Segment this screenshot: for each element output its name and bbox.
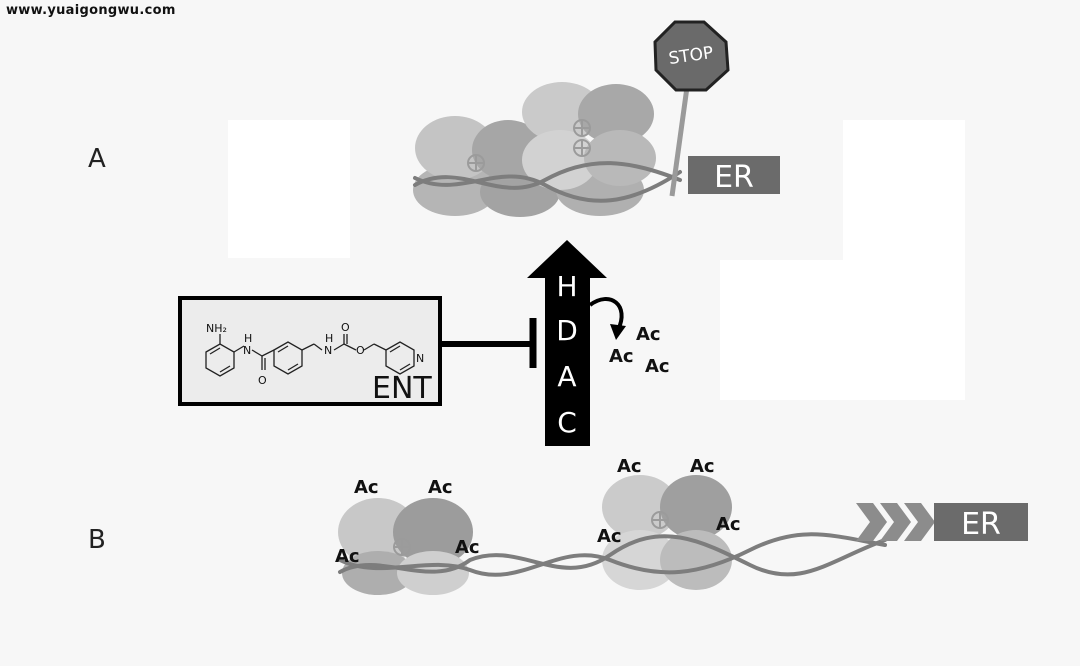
histone-tail-marks [393,538,411,556]
acetyl-label: Ac [609,346,634,367]
hdac-arrow-shape [527,240,607,446]
panel-label-a: A [88,144,106,174]
acetyl-label: Ac [455,537,480,558]
panel-label-b: B [88,525,106,555]
hdac-letter: C [557,406,577,439]
histone-tail-marks [467,119,591,172]
atom-label: N [324,344,332,357]
watermark: www.yuaigongwu.com [6,3,176,18]
acetyl-label: Ac [716,514,741,535]
histone-blob [660,530,732,590]
histone-blob [342,551,414,595]
er-gene-label-b: ER [961,507,1001,542]
ent-structure [205,334,415,377]
acetyl-label: Ac [636,324,661,345]
acetyl-release-arrow [588,297,626,340]
acetyl-label: Ac [645,356,670,377]
histone-blob [584,130,656,186]
hdac-letter: H [556,270,577,303]
condensed-chromatin [413,82,682,217]
chevron-icon [880,503,911,541]
er-gene-label-a: ER [714,160,754,195]
acetyl-label: Ac [428,477,453,498]
stop-sign-pole [669,79,691,197]
acetyl-label: Ac [597,526,622,547]
atom-label: H [325,332,333,345]
acetyl-label: Ac [335,546,360,567]
histone-blob [522,130,598,190]
er-gene-box-b [934,503,1028,541]
atom-label: N [416,352,424,365]
dna-strand [338,532,887,577]
stop-octagon [653,20,730,92]
hdac-arrow: H D A C [527,240,607,446]
histone-tail-marks [651,511,669,529]
open-nucleosome-right [602,475,732,590]
histone-blob [578,84,654,144]
acetyl-label: Ac [690,456,715,477]
histone-blob [660,475,732,539]
atom-label: O [356,344,365,357]
ent-drug-box: NH₂ H N O H N O O N ENT [178,296,442,406]
histone-blob [393,498,473,566]
blank-patch [228,120,350,258]
blank-patch [843,120,965,260]
ent-box-frame [178,296,442,406]
histone-blob [338,498,418,566]
acetyl-label: Ac [354,477,379,498]
atom-label: O [258,374,267,387]
transcription-arrows [856,503,935,541]
histone-blob [602,530,678,590]
chevron-icon [856,503,887,541]
hdac-letter: D [556,314,578,347]
atom-label: N [243,344,251,357]
dna-strand [413,161,682,203]
ent-drug-label: ENT [372,371,432,406]
atom-label: NH₂ [206,322,227,335]
stop-sign: STOP [653,20,730,197]
acetyl-label: Ac [617,456,642,477]
blank-patch [720,260,965,400]
er-gene-box-a [688,156,780,194]
atom-label: O [341,321,350,334]
atom-label: H [244,332,252,345]
hdac-letter: A [557,360,576,393]
chevron-icon [904,503,935,541]
open-nucleosome-left [338,498,473,595]
